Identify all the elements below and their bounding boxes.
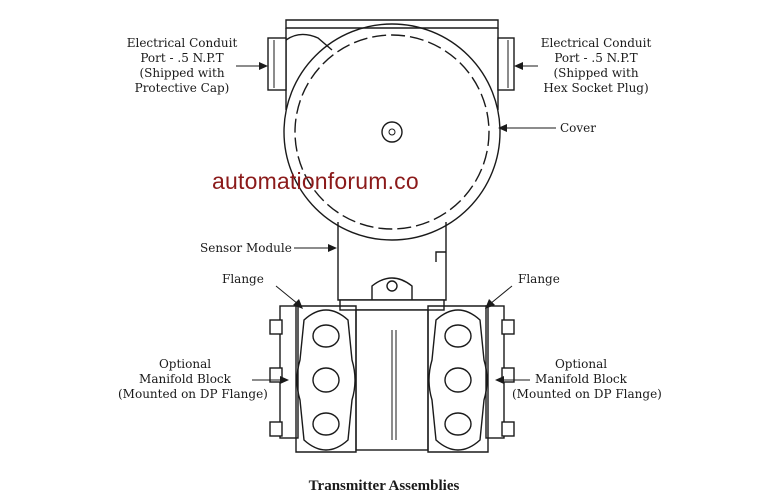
center-body: [339, 299, 445, 451]
figure-caption: Transmitter Assemblies: [308, 478, 460, 494]
label-flange-left: Flange: [222, 272, 264, 286]
label-conduit-left: Electrical Conduit Port - .5 N.P.T (Ship…: [126, 36, 238, 95]
label-flange-right: Flange: [518, 272, 560, 286]
leader-lines: [236, 62, 556, 384]
label-manifold-left: Optional Manifold Block (Mounted on DP F…: [118, 357, 268, 401]
label-cover: Cover: [560, 121, 597, 135]
left-flange-body: [269, 305, 357, 453]
label-sensor-module: Sensor Module: [200, 241, 292, 255]
watermark-text: automationforum.co: [212, 168, 419, 194]
left-conduit-port: [267, 33, 333, 91]
label-manifold-right: Optional Manifold Block (Mounted on DP F…: [512, 357, 662, 401]
label-conduit-right: Electrical Conduit Port - .5 N.P.T (Ship…: [540, 36, 652, 95]
right-flange-body: [427, 305, 515, 453]
cover-housing: [283, 23, 501, 241]
right-conduit-port: [497, 37, 515, 91]
